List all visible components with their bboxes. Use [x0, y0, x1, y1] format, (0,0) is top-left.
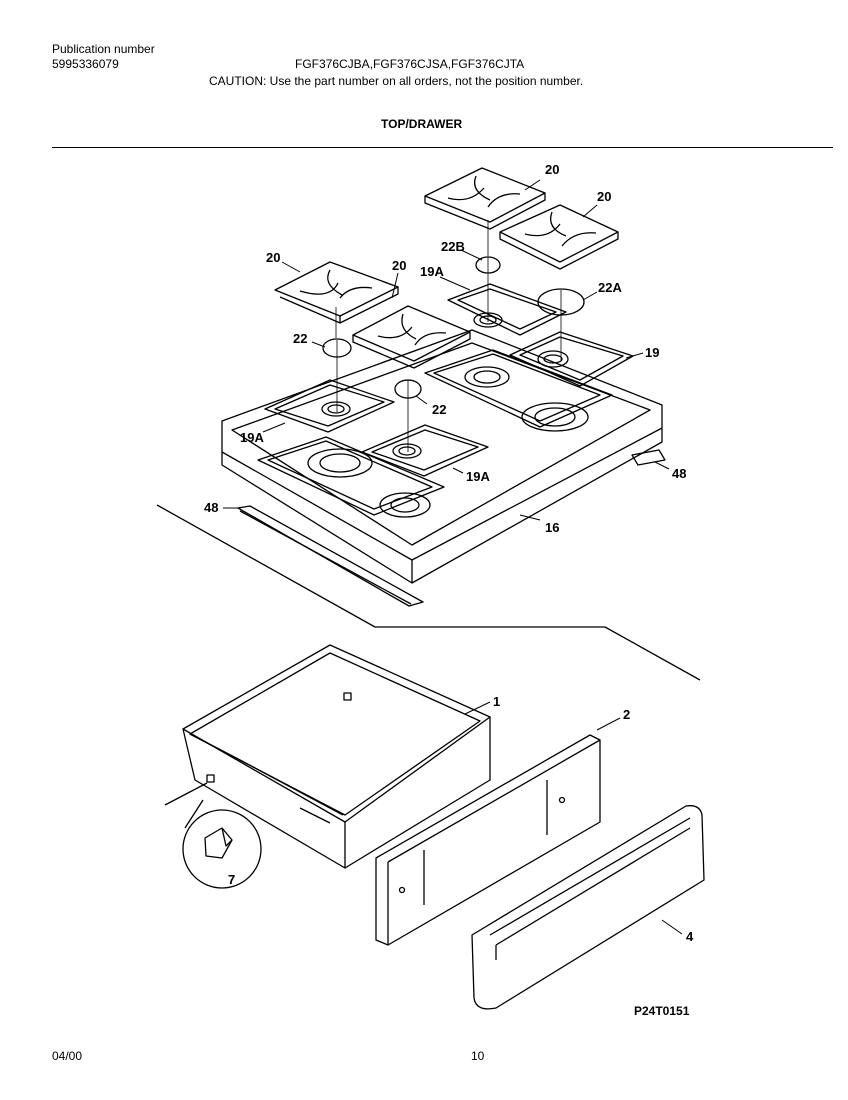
trim-strip-left — [237, 505, 424, 607]
caution-note: CAUTION: Use the part number on all orde… — [209, 74, 584, 88]
callout-22-mid: 22 — [432, 402, 446, 417]
header-divider — [52, 147, 833, 148]
callout-7: 7 — [228, 872, 235, 887]
grates — [274, 167, 619, 369]
callout-19a-bottom: 19A — [466, 469, 490, 484]
callout-19a-left: 19A — [240, 430, 264, 445]
callout-22b: 22B — [441, 239, 465, 254]
callout-19: 19 — [645, 345, 659, 360]
footer-date: 04/00 — [52, 1049, 83, 1063]
callout-22a: 22A — [598, 280, 622, 295]
page-number: 10 — [471, 1049, 485, 1063]
callout-2: 2 — [623, 707, 630, 722]
callout-20-rear: 20 — [545, 162, 559, 177]
leader-lines — [223, 179, 683, 935]
callout-19a-top: 19A — [420, 264, 444, 279]
burner-pan-right — [509, 331, 634, 387]
callout-16: 16 — [545, 520, 559, 535]
callout-4: 4 — [686, 929, 694, 944]
callout-22-left: 22 — [293, 331, 307, 346]
diagram-code: P24T0151 — [634, 1004, 690, 1018]
drawer-glide-detail — [164, 782, 262, 889]
drawer-front-panel — [375, 734, 601, 946]
trim-strip-right — [631, 449, 666, 466]
callout-48-left: 48 — [204, 500, 218, 515]
drawer-box — [182, 644, 491, 869]
publication-label: Publication number — [52, 42, 155, 56]
model-numbers: FGF376CJBA,FGF376CJSA,FGF376CJTA — [295, 57, 525, 71]
callout-20-left: 20 — [266, 250, 280, 265]
section-title: TOP/DRAWER — [381, 117, 463, 131]
callout-48-right: 48 — [672, 466, 686, 481]
publication-number: 5995336079 — [52, 57, 119, 71]
burner-pan-left — [264, 379, 395, 433]
section-break-line — [156, 504, 701, 681]
burner-caps — [322, 256, 585, 399]
burner-pan-front — [361, 424, 489, 477]
callout-20-right: 20 — [597, 189, 611, 204]
callout-20-mid: 20 — [392, 258, 406, 273]
drawer-handle — [471, 805, 705, 1010]
callout-labels: 20 20 20 20 22B 19A 22A 22 19 22 19A 19A… — [204, 162, 694, 944]
callout-1: 1 — [493, 694, 500, 709]
guide-lines — [335, 220, 562, 452]
cooktop-top — [221, 329, 663, 584]
